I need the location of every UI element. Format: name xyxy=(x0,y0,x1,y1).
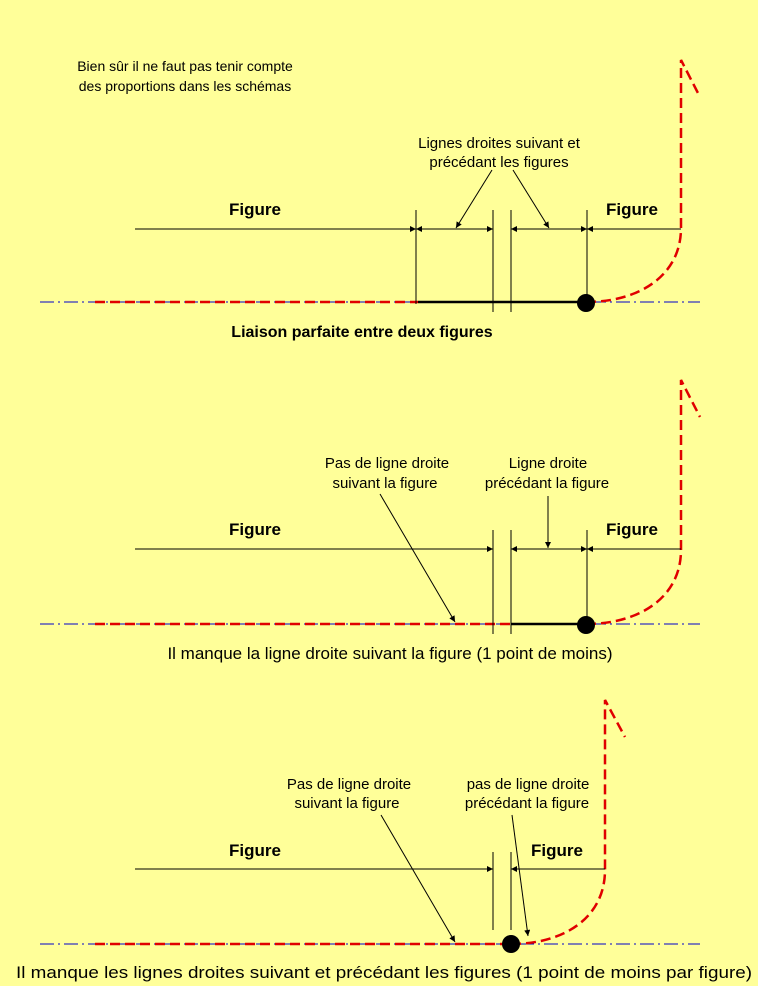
callout-right-line-2: précédant la figure xyxy=(465,795,589,812)
callout-right-line-2: précédant la figure xyxy=(485,475,609,492)
ball-marker xyxy=(502,935,520,953)
panel-caption: Il manque la ligne droite suivant la fig… xyxy=(167,644,612,663)
figure-right-label: Figure xyxy=(531,841,583,860)
panel-caption: Il manque les lignes droites suivant et … xyxy=(16,963,752,982)
panel-caption: Liaison parfaite entre deux figures xyxy=(231,324,493,341)
leader-arrow xyxy=(511,814,531,937)
callout-line-2: précédant les figures xyxy=(429,154,568,171)
figure-left-label: Figure xyxy=(229,841,281,860)
figure-left-label: Figure xyxy=(229,200,281,219)
ball-marker xyxy=(577,616,595,634)
trajectory-path xyxy=(585,59,702,304)
panel-1: Lignes droites suivant et précédant les … xyxy=(40,59,702,341)
callout-left-line-1: Pas de ligne droite xyxy=(325,455,449,472)
panel-2: Pas de ligne droite suivant la figure Li… xyxy=(40,379,702,663)
panel-3: Pas de ligne droite suivant la figure pa… xyxy=(16,699,752,982)
figure-left-label: Figure xyxy=(229,520,281,539)
leader-arrow xyxy=(379,493,456,623)
note-line-2: des proportions dans les schémas xyxy=(79,78,291,94)
ball-marker xyxy=(577,294,595,312)
callout-left-line-2: suivant la figure xyxy=(332,475,437,492)
leader-arrow xyxy=(512,169,550,229)
leader-arrow xyxy=(380,814,456,943)
note-line-1: Bien sûr il ne faut pas tenir compte xyxy=(77,58,293,74)
trajectory-path xyxy=(585,379,702,626)
leader-arrow xyxy=(455,169,493,229)
callout-left-line-2: suivant la figure xyxy=(294,795,399,812)
callout-left-line-1: Pas de ligne droite xyxy=(287,776,411,793)
callout-right-line-1: pas de ligne droite xyxy=(467,776,590,793)
trajectory-path xyxy=(510,699,627,946)
callout-right-line-1: Ligne droite xyxy=(509,455,587,472)
callout-line-1: Lignes droites suivant et xyxy=(418,135,581,152)
figure-right-label: Figure xyxy=(606,520,658,539)
figure-right-label: Figure xyxy=(606,200,658,219)
